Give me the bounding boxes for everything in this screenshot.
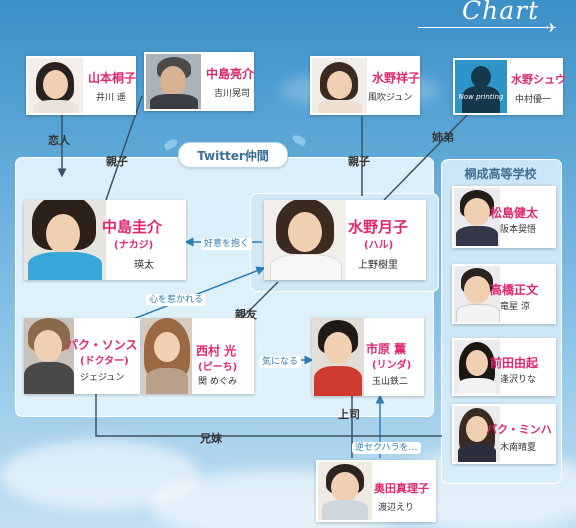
nakajima-parent-line — [105, 95, 143, 201]
student-card-maeda[interactable]: 前田由起 逢沢りな — [452, 338, 556, 396]
character-card-paku-sonsu[interactable]: パク・ソンス (ドクター) ジェジュン — [24, 318, 140, 394]
portrait — [454, 188, 500, 246]
character-name: 水野シュウ — [511, 73, 566, 86]
student-name: 松島健太 — [490, 206, 539, 220]
title-underline — [418, 27, 548, 28]
student-card-paku-minha[interactable]: パク・ミンハ 木南晴夏 — [452, 404, 556, 464]
student-name: パク・ミンハ — [486, 423, 552, 436]
actor-name: 阪本奨悟 — [500, 225, 537, 235]
character-nickname: (ピーち) — [198, 362, 238, 373]
relation-likes: 好意を抱く — [201, 238, 253, 250]
student-name: 前田由起 — [490, 356, 539, 370]
portrait — [312, 318, 364, 396]
actor-name: 瑛太 — [134, 260, 154, 271]
character-nickname: (リンダ) — [372, 360, 412, 371]
character-nickname: (ドクター) — [80, 356, 129, 367]
character-name: 中島亮介 — [206, 67, 255, 81]
portrait — [28, 58, 83, 113]
paku-siblings-line — [95, 394, 442, 437]
page-title: Chart — [462, 0, 540, 25]
character-card-ichihara[interactable]: 市原 薫 (リンダ) 玉山鉄二 — [312, 318, 424, 396]
actor-name: 竜星 涼 — [500, 302, 530, 312]
relation-lovers: 恋人 — [48, 134, 70, 147]
character-name: 水野祥子 — [372, 71, 421, 85]
actor-name: 上野樹里 — [358, 260, 398, 271]
actor-name: 井川 遥 — [96, 93, 126, 103]
student-name: 高橋正文 — [490, 283, 539, 297]
student-card-matsushima[interactable]: 松島健太 阪本奨悟 — [452, 186, 556, 248]
relation-heart-moved: 心を惹かれる — [146, 294, 207, 306]
portrait — [142, 318, 192, 394]
portrait — [146, 54, 201, 109]
character-name: 中島圭介 — [102, 218, 163, 236]
actor-name: 逢沢りな — [500, 375, 537, 385]
actor-name: 渡辺えり — [378, 503, 415, 513]
actor-name: 吉川晃司 — [214, 89, 251, 99]
character-card-mizuno-sachiko[interactable]: 水野祥子 風吹ジュン — [310, 56, 420, 115]
portrait — [454, 340, 500, 394]
character-name: パク・ソンス — [66, 338, 138, 352]
portrait — [454, 406, 500, 462]
character-name: 奥田真理子 — [374, 482, 429, 495]
character-card-okuda[interactable]: 奥田真理子 渡辺えり — [316, 460, 436, 522]
character-card-nakajima-keisuke[interactable]: 中島圭介 (ナカジ) 瑛太 — [24, 200, 186, 280]
actor-name: 風吹ジュン — [368, 93, 413, 103]
character-name: 山本桐子 — [88, 71, 137, 85]
character-card-nishimura[interactable]: 西村 光 (ピーち) 関 めぐみ — [142, 318, 254, 394]
relation-reverse-harassment: 逆セクハラを… — [352, 442, 421, 454]
character-nickname: (ナカジ) — [114, 240, 154, 251]
character-name: 水野月子 — [348, 218, 409, 236]
twitter-group-label: Twitter仲間 — [197, 149, 269, 163]
mizuno-siblings-line — [383, 111, 471, 201]
portrait — [312, 58, 367, 113]
twitter-group-tag: Twitter仲間 — [178, 142, 288, 168]
now-printing-placeholder: Now printing — [455, 60, 507, 113]
actor-name: 木南晴夏 — [500, 443, 537, 453]
actor-name: 中村優一 — [515, 95, 552, 105]
character-name: 西村 光 — [196, 344, 237, 358]
relation-siblings-mizuno: 姉弟 — [432, 131, 454, 144]
portrait — [454, 266, 500, 322]
portrait — [24, 318, 74, 394]
actor-name: 玉山鉄二 — [372, 377, 409, 387]
actor-name: ジェジュン — [80, 373, 125, 383]
character-card-nakajima-ryosuke[interactable]: 中島亮介 吉川晃司 — [144, 52, 254, 111]
relation-siblings-paku: 兄妹 — [200, 432, 222, 445]
relation-becomes: 気になる — [259, 356, 302, 368]
character-nickname: (ハル) — [364, 240, 394, 251]
portrait — [24, 200, 106, 280]
now-printing-label: Now printing — [458, 93, 504, 101]
relation-parent-child-right: 親子 — [348, 155, 370, 168]
character-card-yamamoto[interactable]: 山本桐子 井川 遥 — [26, 56, 136, 115]
airplane-icon: ✈ — [546, 21, 557, 36]
portrait — [318, 462, 372, 520]
character-name: 市原 薫 — [366, 342, 407, 356]
relation-boss: 上司 — [338, 408, 360, 421]
actor-name: 関 めぐみ — [198, 377, 238, 387]
character-card-mizuno-tsukiko[interactable]: 水野月子 (ハル) 上野樹里 — [264, 200, 426, 280]
school-title: 桐成高等学校 — [464, 167, 537, 181]
character-card-mizuno-shu[interactable]: Now printing 水野シュウ 中村優一 — [453, 58, 566, 115]
portrait — [264, 200, 346, 280]
relation-best-friend: 親友 — [235, 308, 257, 321]
relation-parent-child-left: 親子 — [106, 155, 128, 168]
student-card-takahashi[interactable]: 高橋正文 竜星 涼 — [452, 264, 556, 324]
